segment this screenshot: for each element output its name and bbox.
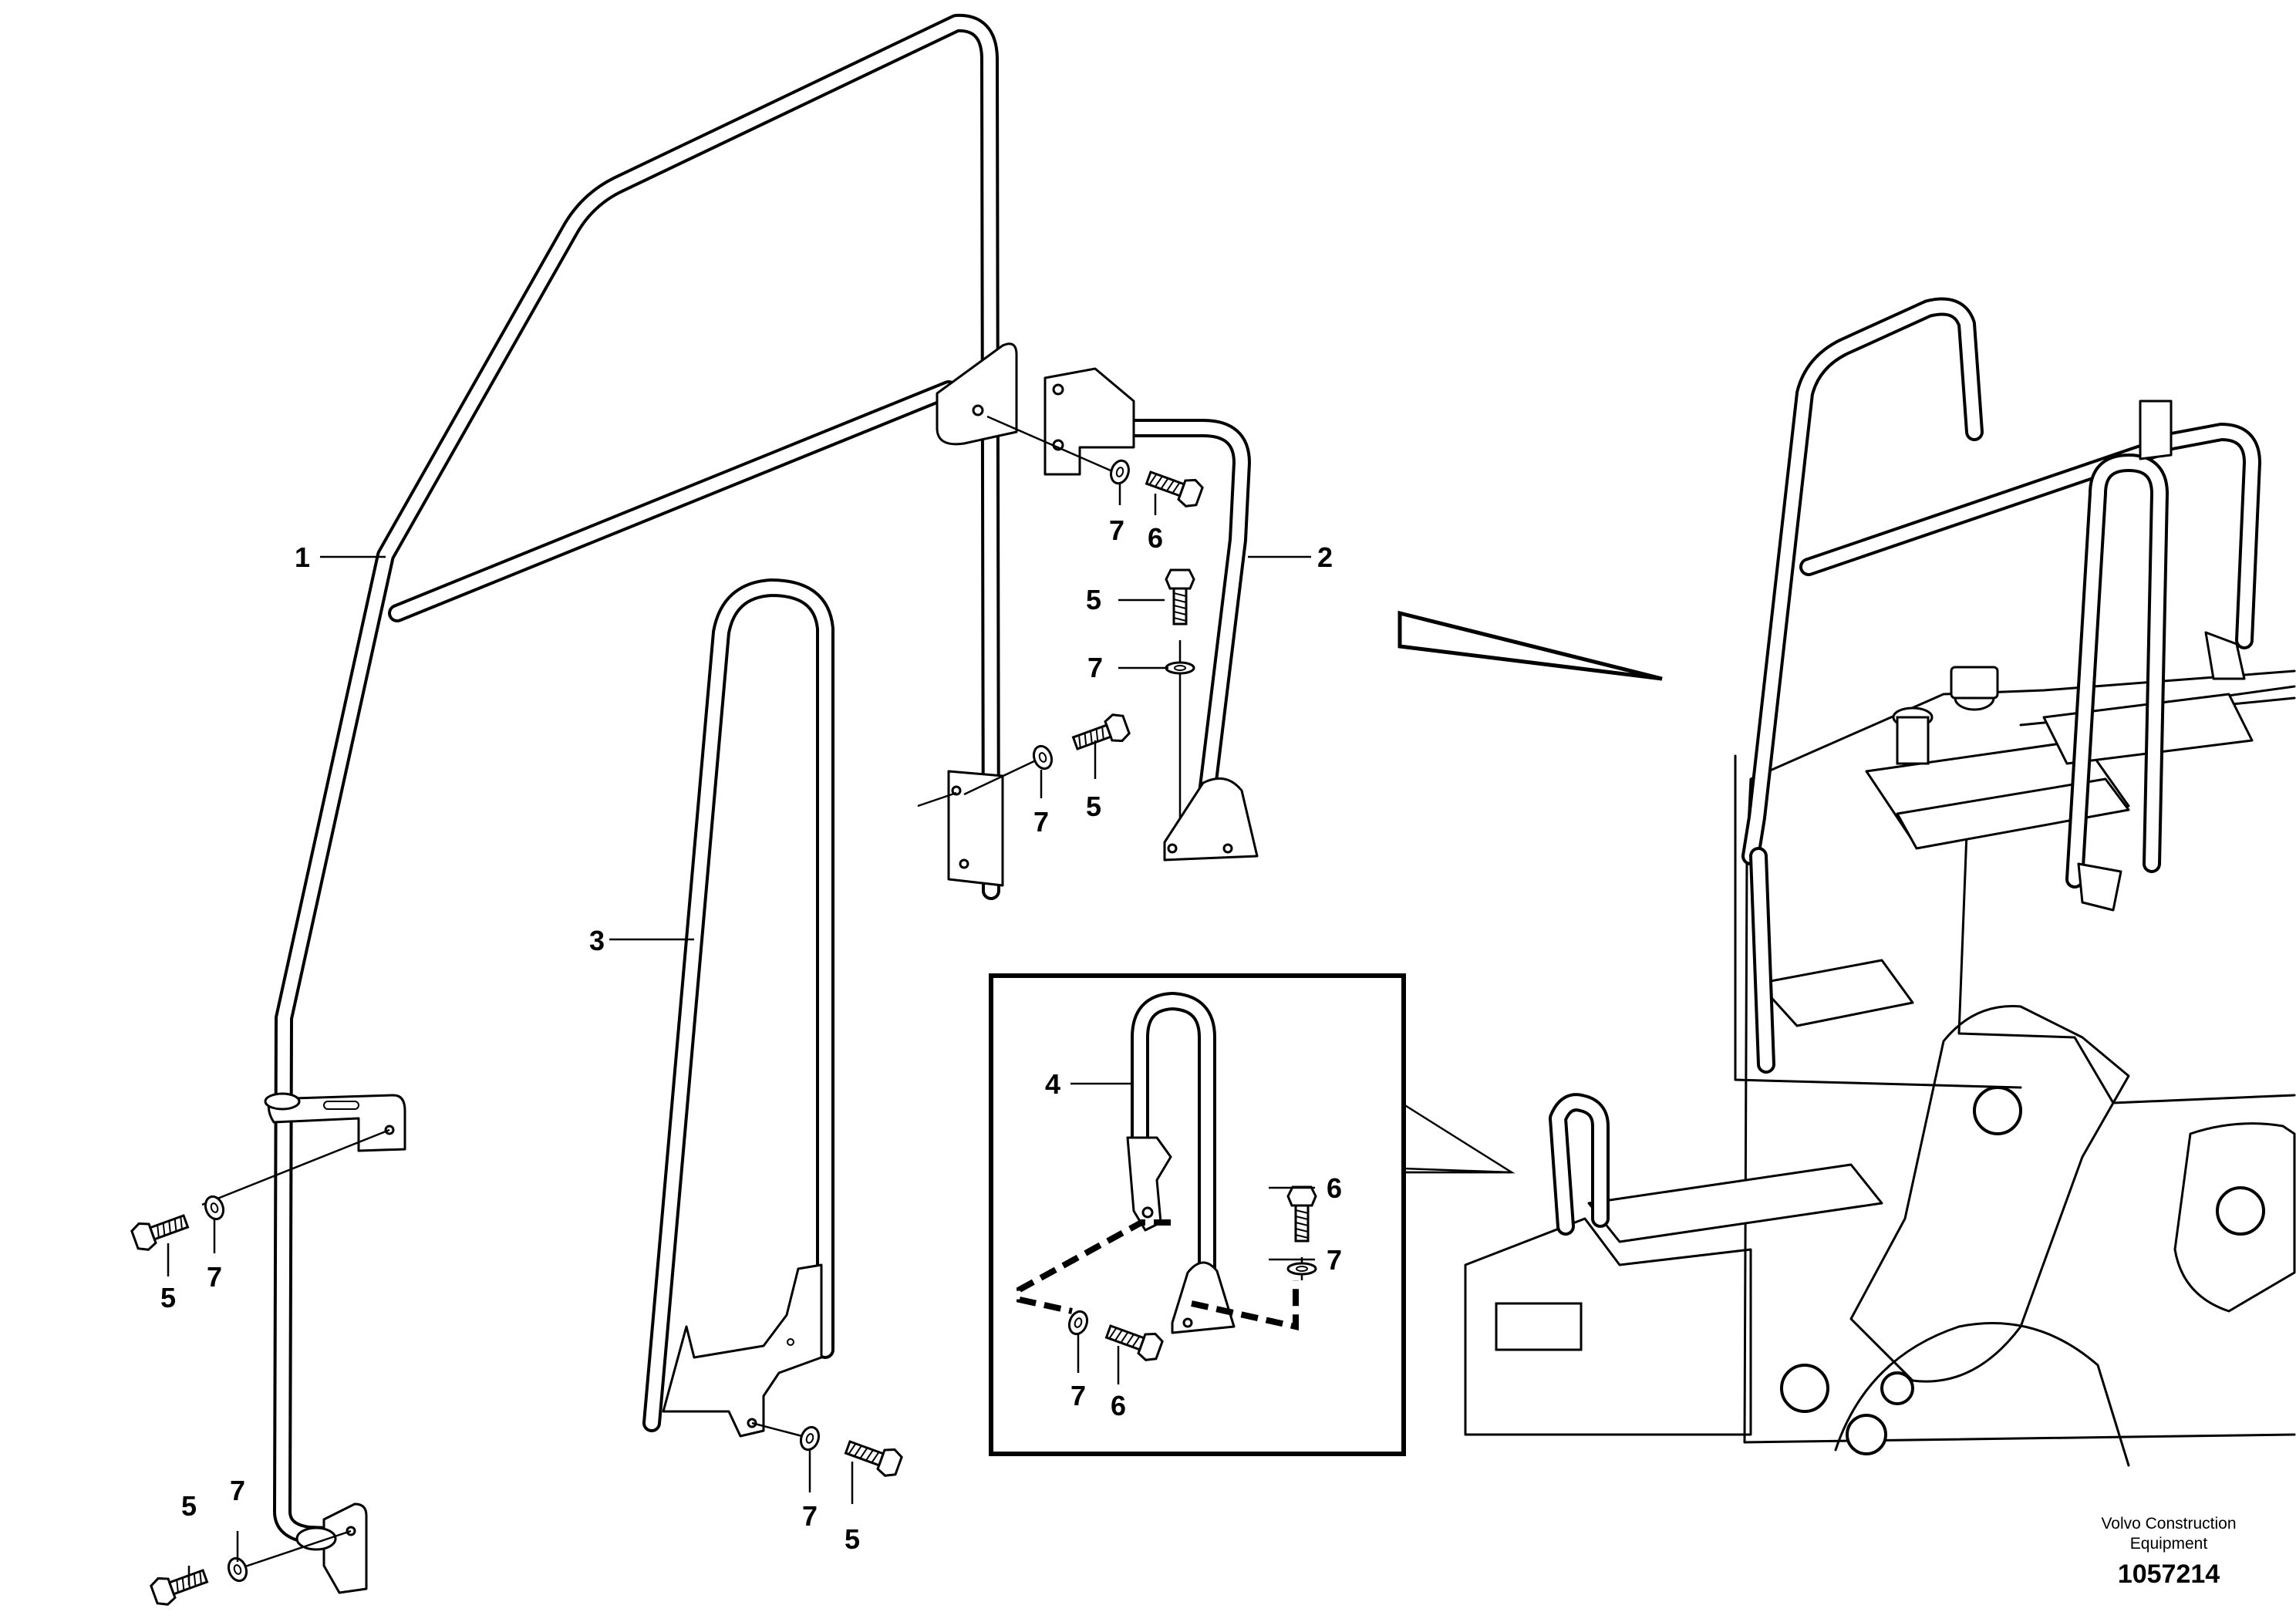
part-2-handle xyxy=(1043,367,1259,862)
callout-2: 2 xyxy=(1317,541,1333,573)
callout-7: 7 xyxy=(802,1500,818,1532)
callout-7: 7 xyxy=(1087,652,1103,683)
callout-5: 5 xyxy=(1086,791,1101,822)
callout-7: 7 xyxy=(1109,514,1124,546)
callout-7: 7 xyxy=(1070,1380,1086,1411)
callout-5: 5 xyxy=(1086,584,1101,615)
footer: Volvo Construction Equipment 1057214 xyxy=(2101,1515,2236,1589)
callout-7: 7 xyxy=(207,1261,222,1293)
callout-5: 5 xyxy=(181,1490,197,1522)
part-3-handle xyxy=(642,578,834,1438)
brand-line-1: Volvo Construction xyxy=(2101,1515,2236,1533)
callout-3: 3 xyxy=(589,925,605,956)
view-arrow xyxy=(1397,610,1663,681)
callout-7: 7 xyxy=(1033,806,1049,838)
callout-leaders xyxy=(167,484,1311,1585)
part-1-handrail xyxy=(264,13,1018,1594)
callout-6: 6 xyxy=(1148,522,1163,554)
callout-4: 4 xyxy=(1045,1068,1060,1100)
callout-5: 5 xyxy=(160,1282,176,1313)
callout-labels: 1 2 3 4 5 5 5 5 5 6 6 6 7 7 7 7 7 7 7 7 xyxy=(160,514,1342,1555)
document-number: 1057214 xyxy=(2118,1560,2220,1589)
brand-line-2: Equipment xyxy=(2130,1535,2208,1553)
callout-1: 1 xyxy=(295,541,310,573)
callout-7: 7 xyxy=(1327,1244,1342,1276)
callout-5: 5 xyxy=(845,1523,860,1555)
callout-6: 6 xyxy=(1327,1172,1342,1204)
callout-6: 6 xyxy=(1111,1390,1126,1421)
callout-7: 7 xyxy=(230,1475,245,1506)
machine-overview xyxy=(1464,297,2296,1467)
detail-inset xyxy=(989,973,1515,1456)
